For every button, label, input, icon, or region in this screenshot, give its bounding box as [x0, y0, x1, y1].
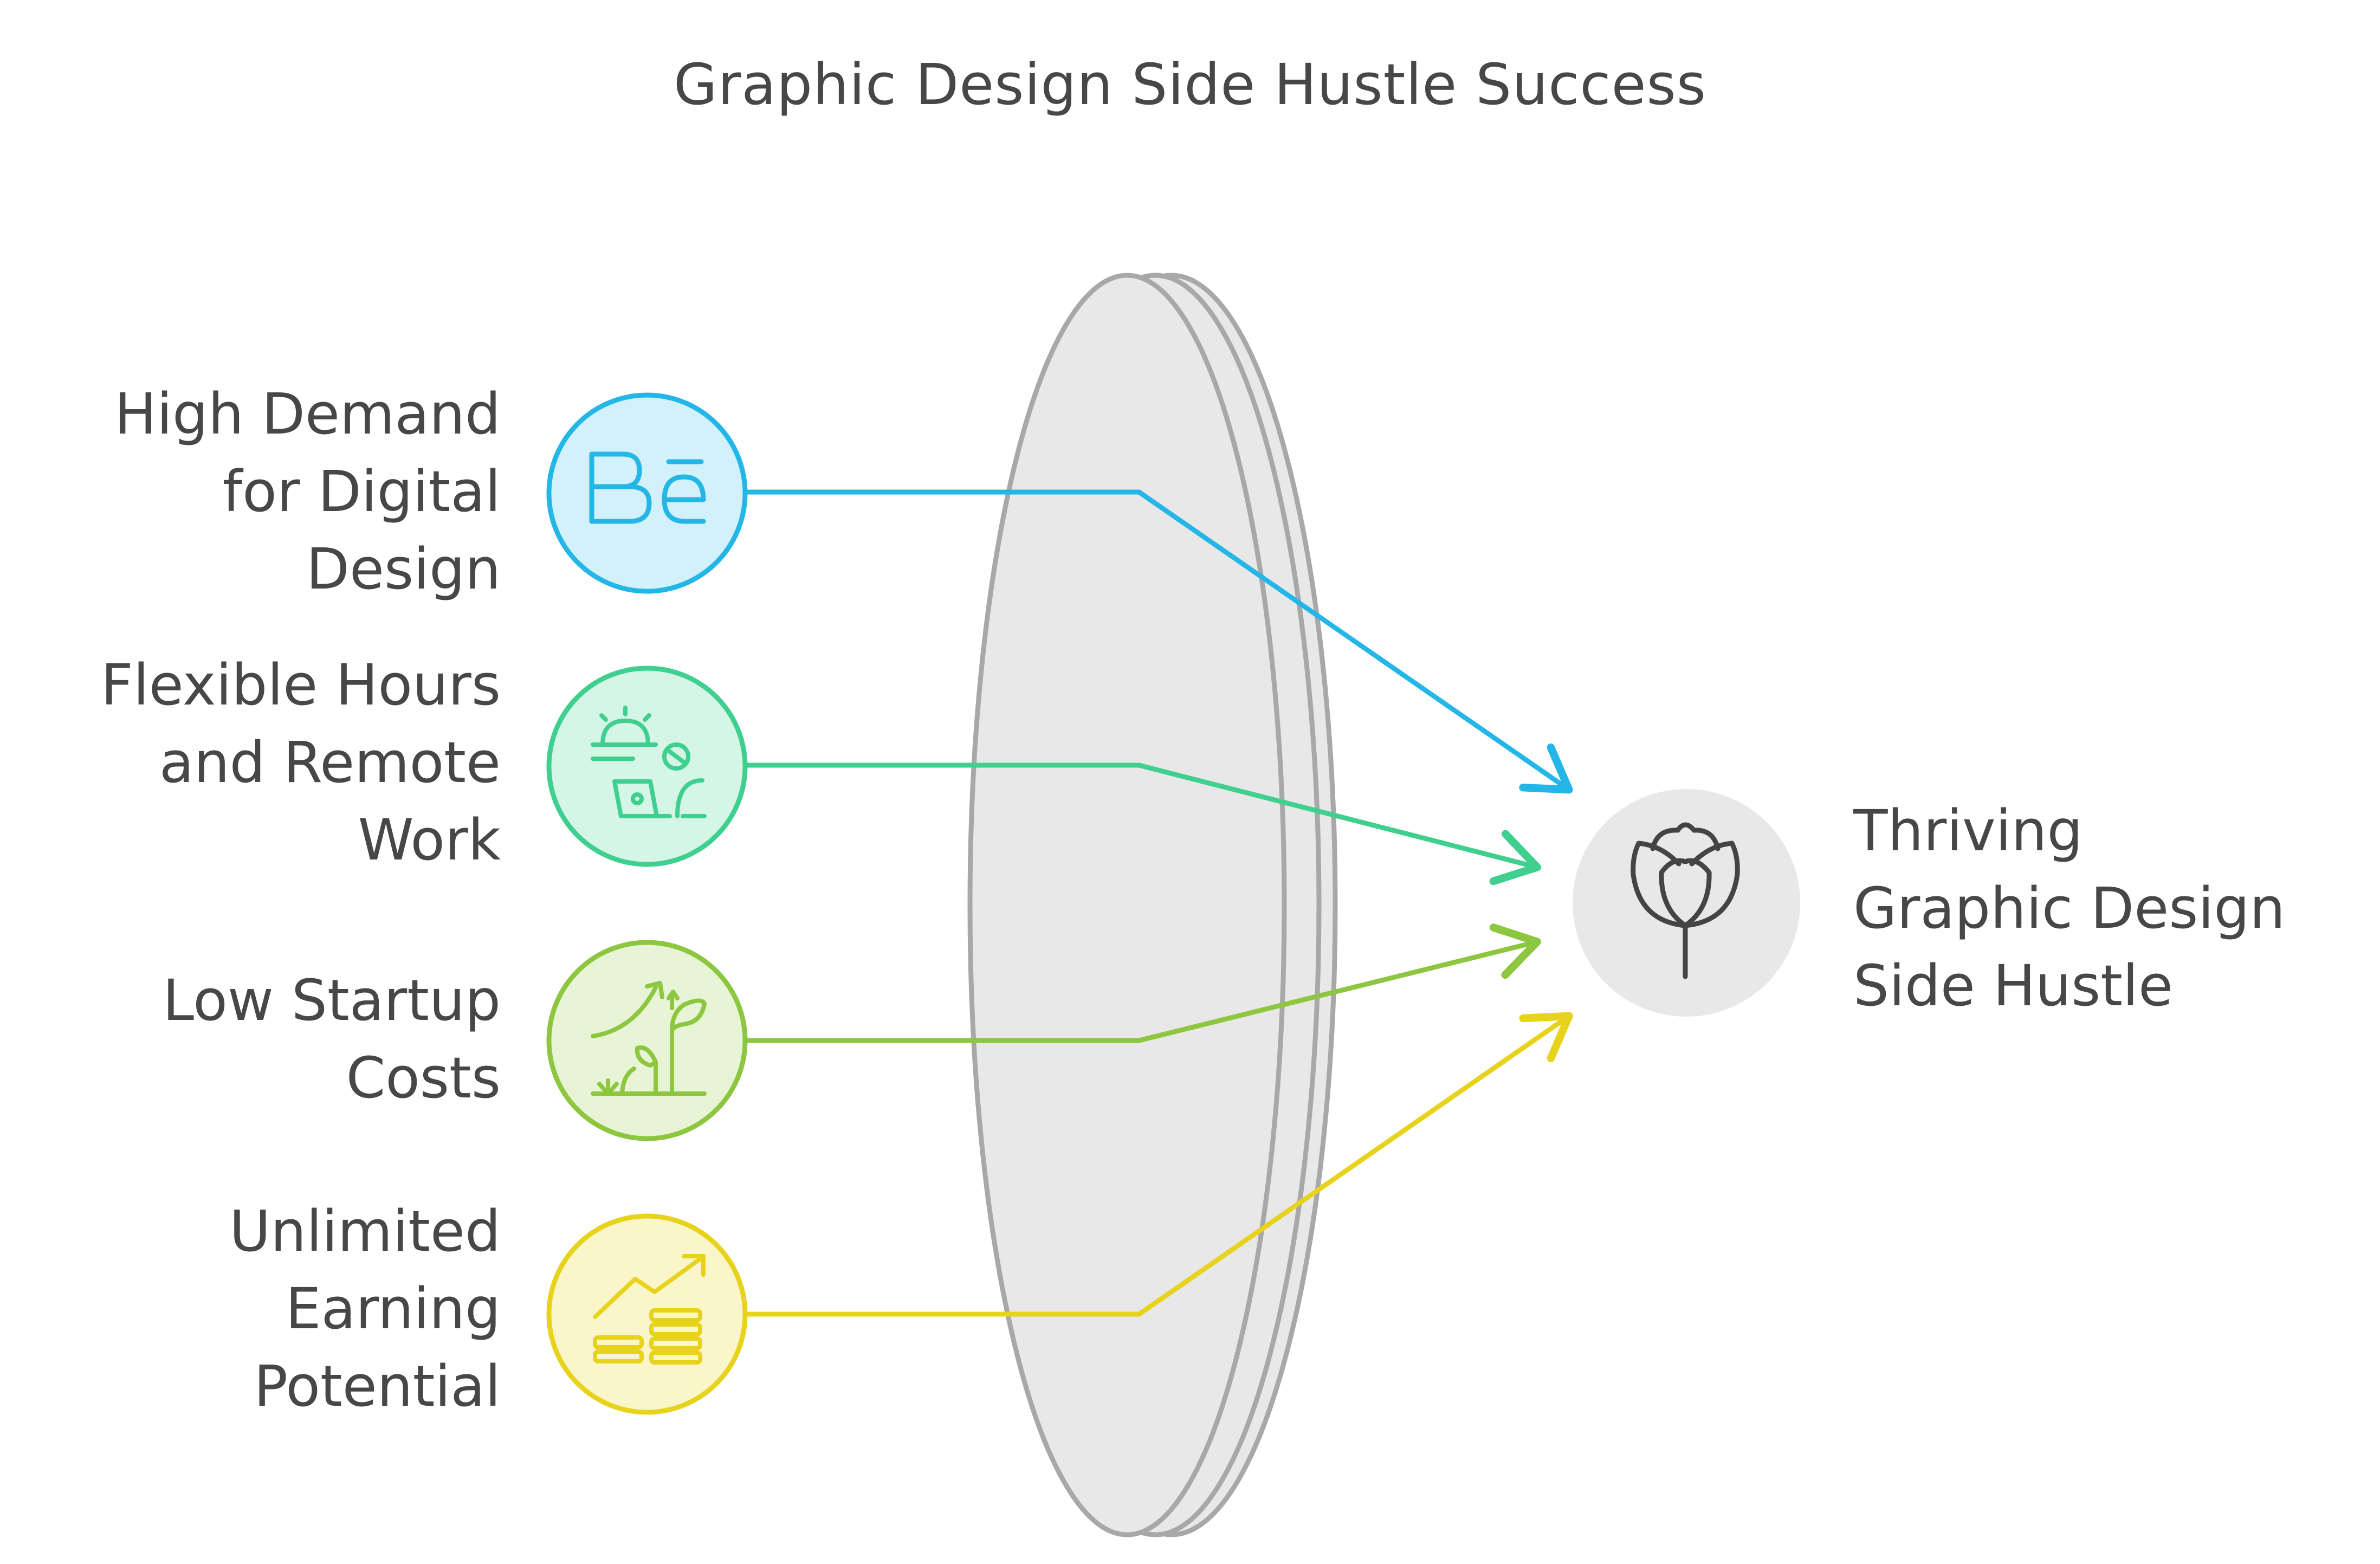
- input-node-high-demand: [546, 392, 748, 594]
- input-label-low-startup: Low Startup Costs: [13, 962, 501, 1117]
- input-label-line: Work: [358, 807, 501, 873]
- input-circle: [546, 665, 748, 867]
- diagram-title: Graphic Design Side Hustle Success: [674, 51, 1706, 118]
- input-label-line: and Remote: [159, 729, 501, 796]
- input-label-line: for Digital: [222, 458, 501, 525]
- output-circle: [1573, 789, 1800, 1017]
- input-label-line: Potential: [254, 1353, 501, 1419]
- input-circle: [546, 1213, 748, 1415]
- money-growth-icon: [593, 1254, 706, 1365]
- input-label-line: Unlimited: [229, 1198, 501, 1264]
- output-label-line: Thriving: [1853, 798, 2083, 864]
- rose-icon: [1631, 822, 1740, 979]
- input-circle: [546, 940, 748, 1141]
- output-label-line: Graphic Design: [1853, 875, 2286, 941]
- input-node-unlimited-earning: [546, 1213, 748, 1415]
- behance-icon: [589, 451, 706, 524]
- connector-arrow-high-demand: [747, 489, 1573, 794]
- input-label-line: Earning: [285, 1276, 501, 1342]
- input-label-line: Low Startup: [163, 967, 501, 1033]
- connector-arrow-flexible-hours: [747, 762, 1541, 886]
- connector-arrow-low-startup: [747, 923, 1541, 1043]
- input-label-flexible-hours: Flexible Hours and Remote Work: [13, 647, 501, 879]
- lens-front-layer: [967, 273, 1287, 1537]
- input-node-low-startup: [546, 940, 748, 1141]
- input-node-flexible-hours: [546, 665, 748, 867]
- input-label-unlimited-earning: Unlimited Earning Potential: [13, 1193, 501, 1425]
- output-node-thriving-side-hustle: [1573, 789, 1800, 1017]
- output-label: Thriving Graphic Design Side Hustle: [1853, 792, 2368, 1025]
- lens: [967, 273, 1338, 1537]
- remote-work-icon: [591, 706, 707, 818]
- connector-arrow-unlimited-earning: [747, 1012, 1573, 1317]
- input-label-line: High Demand: [114, 381, 501, 447]
- input-label-high-demand: High Demand for Digital Design: [13, 376, 501, 608]
- input-label-line: Costs: [346, 1045, 501, 1111]
- input-label-line: Flexible Hours: [101, 652, 501, 718]
- output-label-line: Side Hustle: [1853, 953, 2173, 1019]
- input-label-line: Design: [306, 536, 501, 602]
- plant-growth-icon: [591, 981, 707, 1096]
